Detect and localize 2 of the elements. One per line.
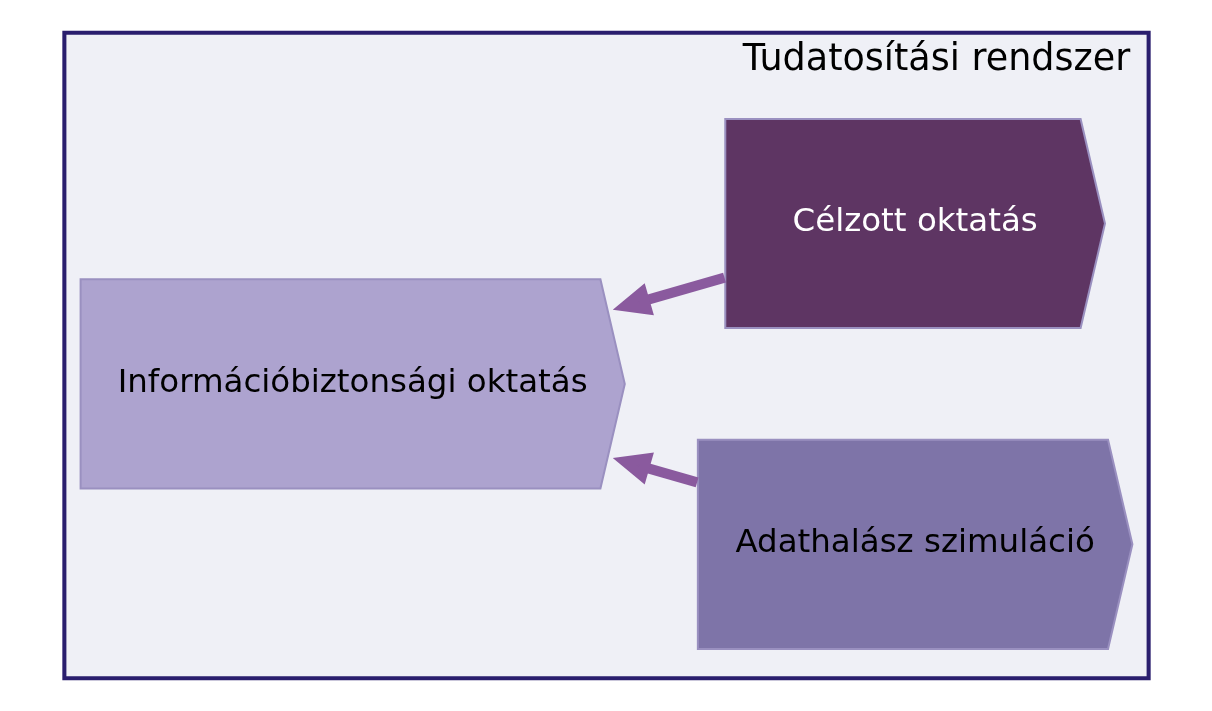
arrow	[612, 452, 699, 488]
arrow	[612, 272, 726, 316]
